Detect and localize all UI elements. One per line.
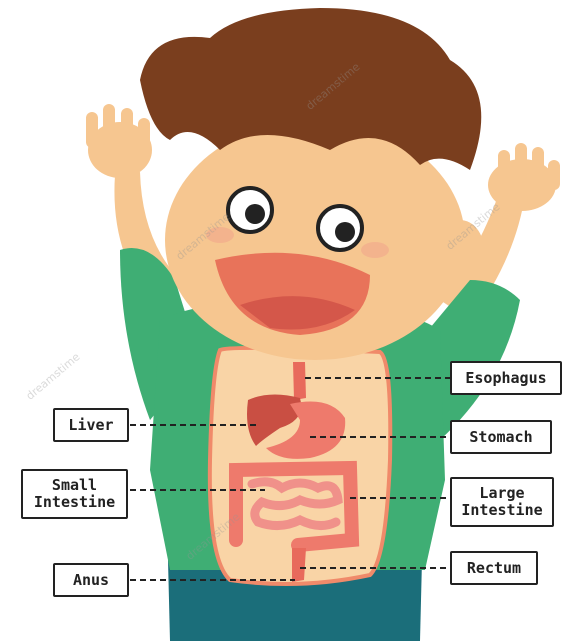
label-rectum: Rectum	[450, 551, 538, 585]
label-liver: Liver	[53, 408, 129, 442]
label-large-intestine: Large Intestine	[450, 477, 554, 527]
rectum	[292, 548, 306, 582]
label-small-intestine: Small Intestine	[21, 469, 128, 519]
label-stomach: Stomach	[450, 420, 552, 454]
esophagus	[293, 362, 306, 400]
cheek	[361, 242, 389, 258]
label-anus: Anus	[53, 563, 129, 597]
right-hand	[488, 143, 560, 211]
left-hand	[86, 104, 152, 178]
label-esophagus: Esophagus	[450, 361, 562, 395]
